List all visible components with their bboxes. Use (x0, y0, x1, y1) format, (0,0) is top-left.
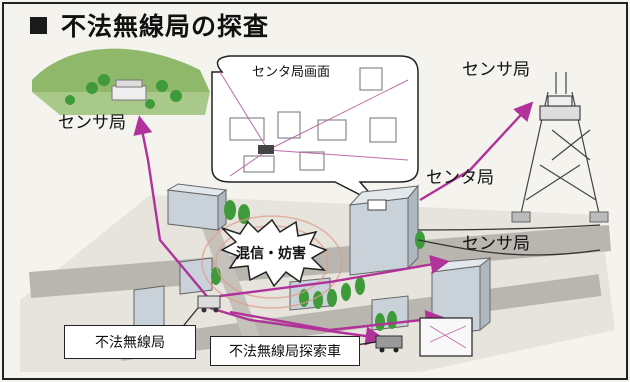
sensor-tower (519, 72, 601, 219)
vehicle-screen (419, 317, 473, 357)
label-sensor-top-right: センサ局 (462, 60, 530, 80)
bearing-lines (219, 71, 409, 177)
interference-burst (220, 218, 328, 288)
label-sensor-right: センサ局 (462, 234, 530, 254)
screen-bubble (211, 55, 419, 206)
map-blocks (229, 67, 397, 173)
road (118, 274, 602, 361)
title-bullet-icon (30, 16, 47, 34)
label-interference: 混信・妨害 (236, 246, 306, 262)
tower-base (511, 211, 609, 223)
signal-arrows (133, 101, 534, 346)
label-center-screen: センタ局画面 (252, 65, 331, 80)
label-sensor-left: センサ局 (58, 113, 126, 133)
label-search-vehicle: 不法無線局探索車 (229, 344, 341, 360)
cables (417, 224, 601, 256)
hill-trees (65, 74, 182, 109)
map-vehicle-icon (258, 145, 274, 154)
road (28, 225, 612, 298)
page-title: 不法無線局の探査 (30, 8, 269, 42)
search-vehicle-box: 不法無線局探索車 (210, 336, 360, 366)
label-illegal-station: 不法無線局 (95, 335, 165, 351)
center-station-building (348, 184, 420, 276)
illegal-station-box: 不法無線局 (64, 325, 196, 359)
title-text: 不法無線局の探査 (61, 12, 270, 41)
illegal-station-van (197, 295, 221, 313)
hill-sensor-station (111, 79, 147, 101)
building-left (166, 183, 228, 231)
hill-base (32, 92, 210, 115)
label-center-station: センタ局 (426, 168, 494, 188)
